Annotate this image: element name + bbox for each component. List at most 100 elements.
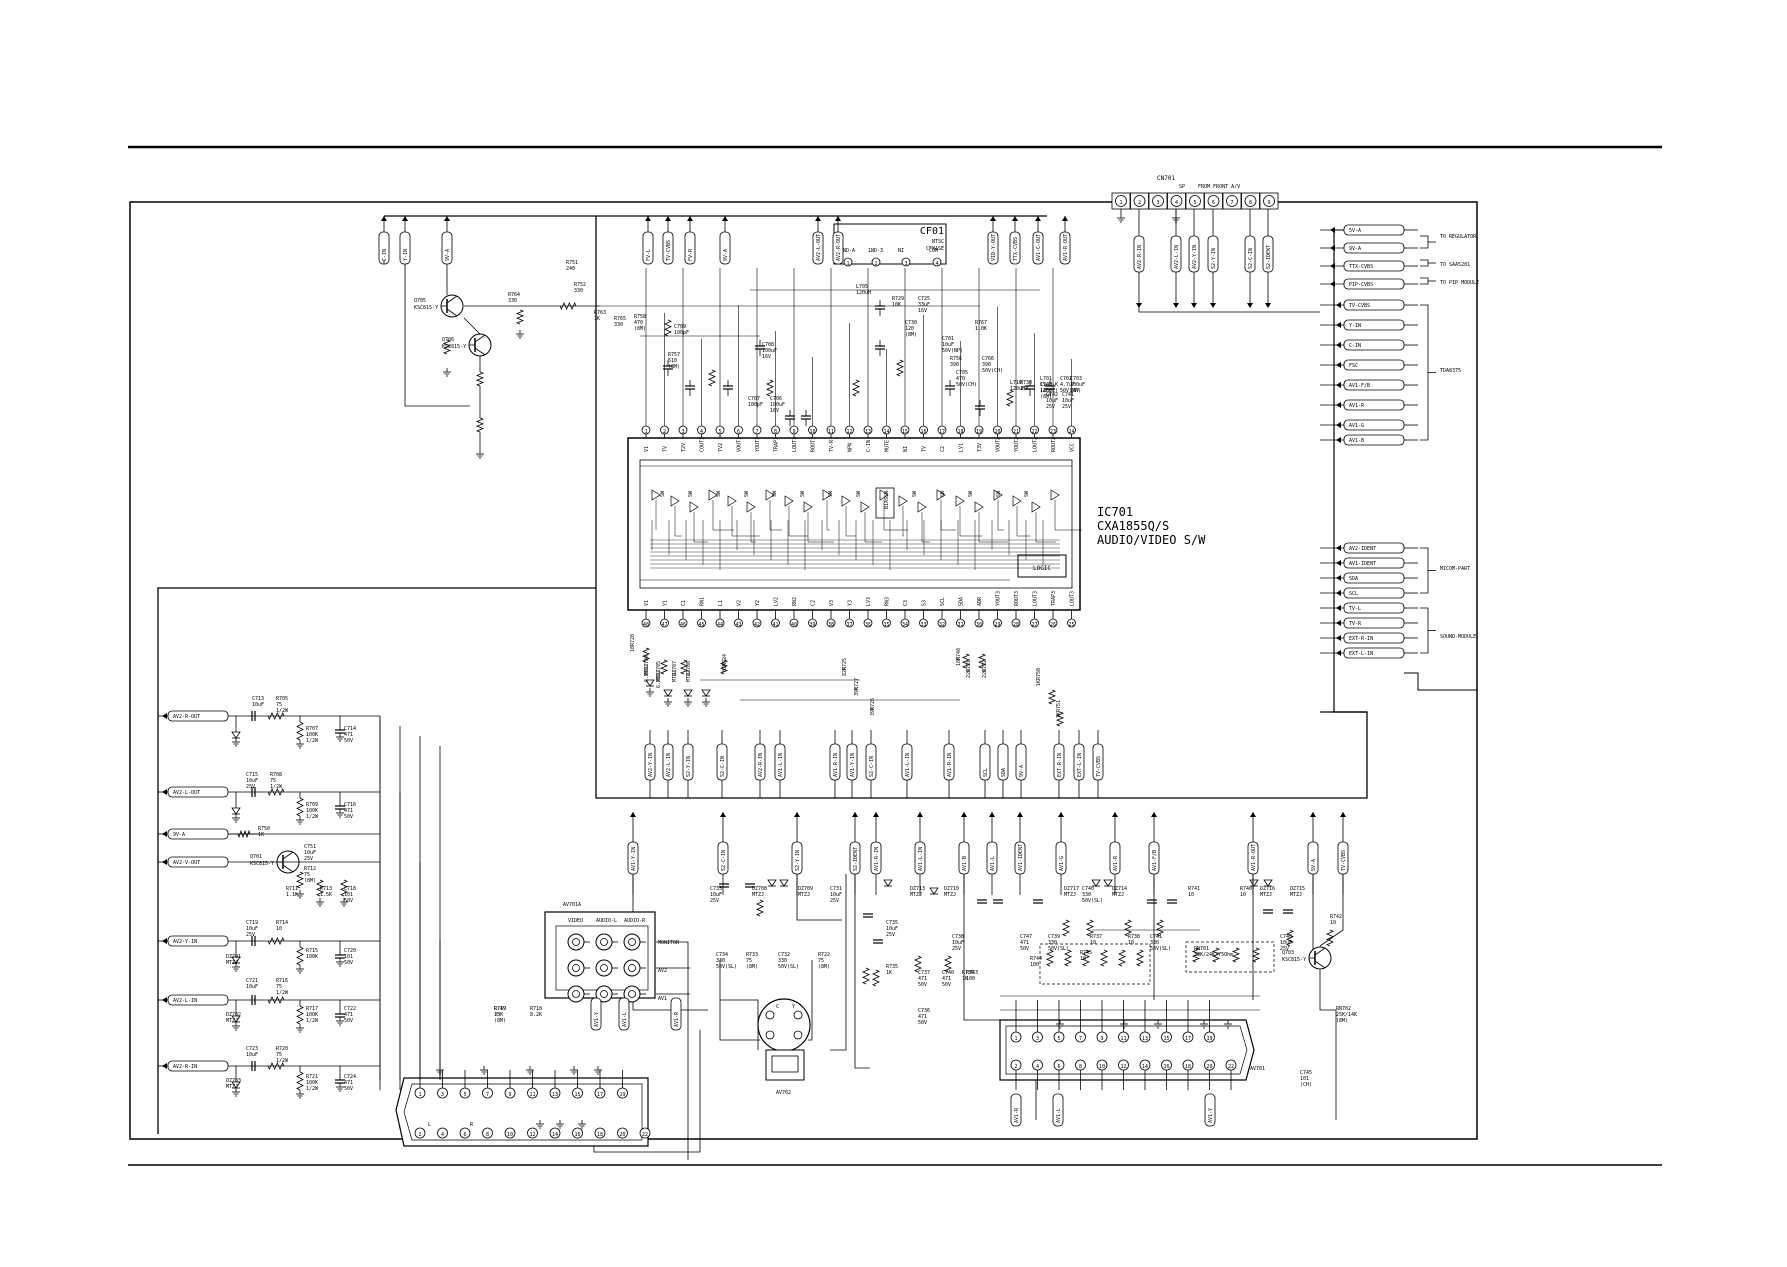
part-label: 39K [870,707,876,716]
arrow-head [1265,303,1271,308]
flag-label: FSC [1349,363,1358,369]
pin-number: 2 [1014,1064,1017,1070]
pin [937,618,947,628]
bus-note: SOUND-MODULE [1440,634,1476,640]
flag-outline [1010,1093,1022,1127]
switch-label: SW [856,490,862,497]
wire [446,308,458,317]
wire [282,864,294,873]
pin-number: 21 [1013,429,1019,435]
part-label: 10uF [1280,940,1292,946]
pin-number: 29 [994,622,1000,628]
wire [1314,947,1326,956]
flag-label: S2-C-IN [721,850,727,871]
arrow-head [402,216,408,221]
pin [901,257,911,267]
signal-flag: AV1-R-IN [943,743,955,781]
pin-number: 3 [1036,1036,1039,1042]
part-label: 6.2B [656,676,662,688]
pin-number: 5 [718,429,721,435]
part-label: 330 [778,958,787,964]
part-label: 330 [716,958,725,964]
flag-label: S2-Y-IN [1211,248,1217,269]
part-label: 25V [886,932,895,938]
arrow-head [162,938,167,944]
part-label: R707 [306,726,318,732]
part-label: 100uF [770,402,785,408]
part-label: 33K/24K/75Ohm [1194,952,1233,958]
part-label: MTZJ [644,664,650,676]
flag-label: AV1-C-OUT [1036,234,1042,261]
arrow-head [720,812,726,817]
flag-label: AV2-Y-IN [1192,245,1198,269]
svideo-pin [765,1030,775,1040]
pin-number: 9 [792,429,795,435]
part-label: R750 [1036,668,1042,680]
signal-flag: AV1-Y [1204,1093,1216,1127]
arrow-head [1336,560,1341,566]
pin-number: 6 [1057,1064,1060,1070]
signal-flag: AV2-R-OUT [167,710,229,722]
pin-number: 16 [920,429,926,435]
part-label: C734 [716,952,728,958]
part-label: 50V [344,1018,353,1024]
part-label: R712 [304,866,316,872]
buffer-symbol [879,489,889,501]
wire [1420,547,1429,594]
flag-label: AV1-Y-IN [631,847,637,871]
pin-number: 11 [828,429,834,435]
wire [872,969,880,987]
signal-flag: AV2-R-IN [754,743,766,781]
pin-number: 5 [1193,200,1196,206]
wire [1191,947,1201,963]
part-label: R732 [982,660,988,672]
pin-name: VCC [1070,443,1076,452]
pin-number: 30 [976,622,982,628]
scart-left-inner [403,1083,643,1141]
part-label: R764 [508,292,520,298]
part-label: 15K [1020,386,1029,392]
pin-name: C2 [811,600,817,606]
part-label: DZ705 [656,661,662,676]
zener-body [1103,879,1113,887]
svideo-ref: AV702 [776,1090,791,1096]
flag-label: 9V-A [445,249,451,261]
signal-flag: S2-IDENT [1262,235,1274,273]
pin-name: ROUT1 [811,437,817,452]
flag-label: FV-L [646,249,652,261]
arrow-head [989,812,995,817]
part-label: 100 [1030,962,1039,968]
arrow-head [1210,303,1216,308]
wire [475,417,485,433]
part-label: 50V(SL) [716,964,737,970]
part-label: DZ701 [226,954,241,960]
wire [1326,929,1334,947]
pin-number: 39 [809,622,815,628]
flag-label: AV1-B [962,856,968,871]
flag-label: 5V-A [1349,228,1361,234]
pin-number: 11 [529,1092,535,1098]
rca-jack-core [572,990,580,998]
pin-number: 6 [1212,200,1215,206]
part-label: DZ707 [672,661,678,676]
part-label: (8M) [634,326,646,332]
arrow-head [1247,303,1253,308]
buffer-symbol [898,495,908,507]
pin-number: 19 [619,1092,625,1098]
flag-outline [1059,231,1071,265]
pin [993,618,1002,628]
wire [756,899,764,917]
part-label: R709 [306,802,318,808]
buffer-symbol [708,489,718,501]
pin [527,1127,538,1139]
pin-number: 4 [935,261,938,267]
signal-flag: TTX-CVBS [1009,231,1021,265]
part-label: 1K [886,970,892,976]
signal-flag: AV1-L-IN [914,841,926,875]
pin-name: TV [922,446,928,452]
part-label: 25V [304,856,313,862]
wire [1404,672,1477,691]
signal-flag: C-IN [378,231,390,265]
